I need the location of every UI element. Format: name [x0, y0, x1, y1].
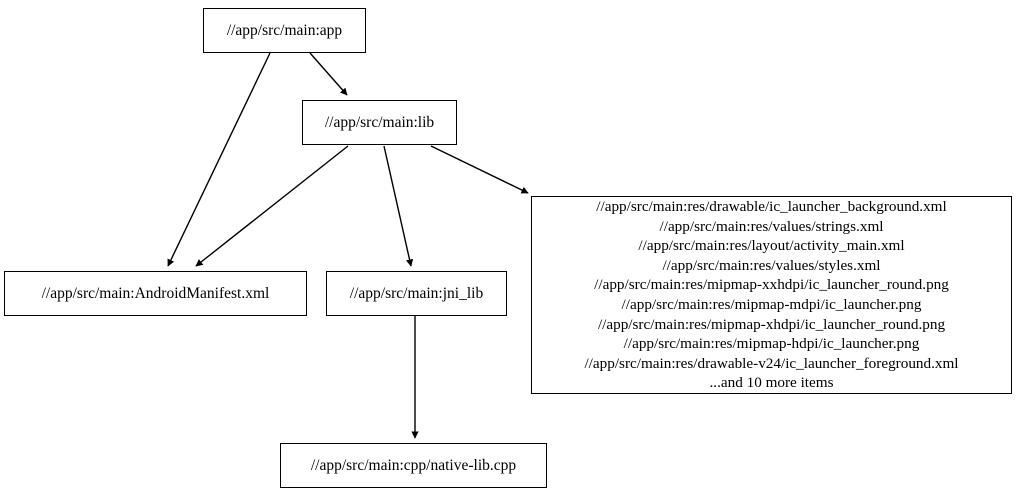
edge-app-to-manifest [167, 52, 271, 267]
graph-node-native-lib-cpp[interactable]: //app/src/main:cpp/native-lib.cpp [280, 443, 547, 488]
edge-lib-to-resources [430, 145, 529, 194]
graph-node-jni-lib[interactable]: //app/src/main:jni_lib [326, 271, 507, 316]
graph-node-android-manifest[interactable]: //app/src/main:AndroidManifest.xml [4, 271, 307, 316]
graph-node-lib-label: //app/src/main:lib [324, 113, 435, 131]
edge-lib-to-jni-lib [383, 145, 414, 267]
edge-lib-to-manifest [195, 145, 349, 267]
graph-node-android-manifest-label: //app/src/main:AndroidManifest.xml [41, 284, 270, 302]
graph-node-jni-lib-label: //app/src/main:jni_lib [349, 284, 484, 302]
graph-node-native-lib-cpp-label: //app/src/main:cpp/native-lib.cpp [310, 456, 517, 474]
graph-node-app-label: //app/src/main:app [226, 21, 343, 39]
graph-node-lib[interactable]: //app/src/main:lib [302, 100, 457, 145]
edge-app-to-lib [309, 52, 348, 96]
graph-node-app[interactable]: //app/src/main:app [203, 8, 366, 53]
graph-node-resources-label: //app/src/main:res/drawable/ic_launcher_… [584, 198, 959, 392]
graph-node-resources[interactable]: //app/src/main:res/drawable/ic_launcher_… [531, 196, 1012, 394]
